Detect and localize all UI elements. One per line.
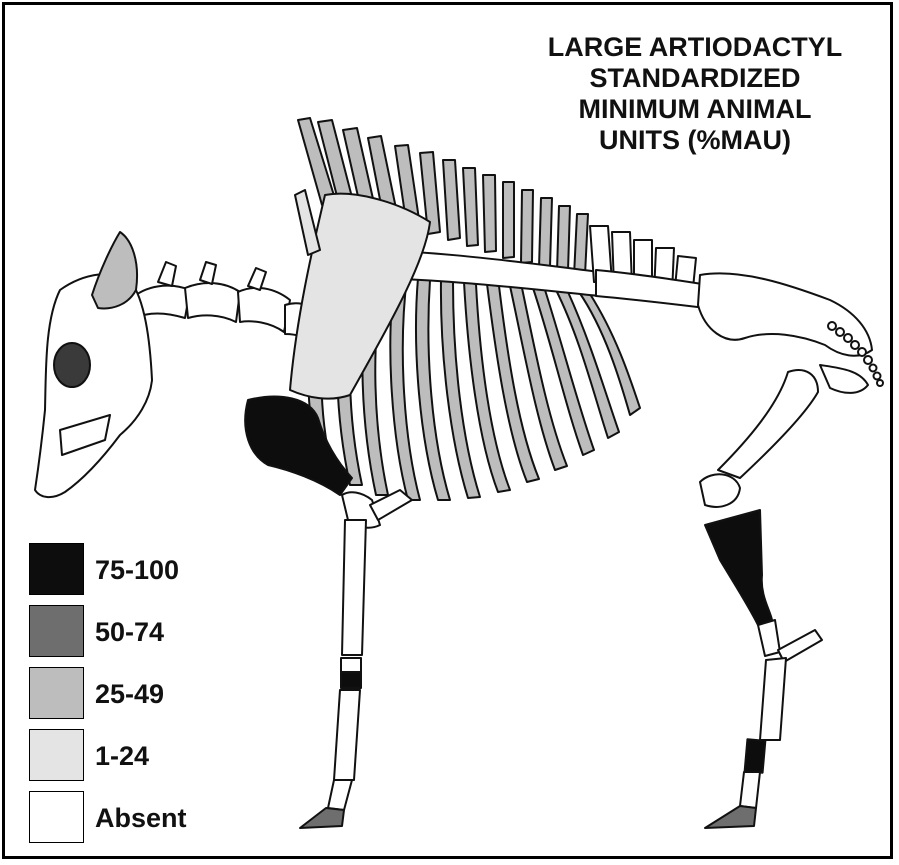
cervical-vertebrae <box>130 262 325 345</box>
forelimb-metacarpal <box>328 690 360 810</box>
tarsals <box>758 620 822 662</box>
legend-swatch <box>29 543 84 595</box>
legend-item-25-49: 25-49 <box>29 667 249 721</box>
title-line-3: MINIMUM ANIMAL <box>505 94 885 125</box>
hindlimb-phalanx <box>740 739 765 808</box>
pelvis <box>698 273 872 393</box>
horn-core <box>92 232 137 308</box>
title-line-4: UNITS (%MAU) <box>505 125 885 156</box>
title-line-2: STANDARDIZED <box>505 63 885 94</box>
title-line-1: LARGE ARTIODACTYL <box>505 32 885 63</box>
skull <box>35 232 152 497</box>
legend-label: 25-49 <box>95 679 164 710</box>
legend-item-absent: Absent <box>29 791 249 845</box>
scapula <box>290 190 430 399</box>
legend-swatch <box>29 605 84 657</box>
forelimb-carpals <box>341 658 361 688</box>
figure-title: LARGE ARTIODACTYL STANDARDIZED MINIMUM A… <box>505 32 885 156</box>
legend-swatch <box>29 729 84 781</box>
humerus <box>245 397 352 495</box>
radius-ulna <box>342 490 412 655</box>
forelimb-hoof <box>300 808 344 828</box>
legend-label: Absent <box>95 803 187 834</box>
legend-item-75-100: 75-100 <box>29 543 249 597</box>
legend-label: 75-100 <box>95 555 179 586</box>
legend-label: 50-74 <box>95 617 164 648</box>
legend-swatch <box>29 791 84 843</box>
tibia <box>705 510 772 625</box>
femur <box>700 370 818 507</box>
legend-swatch <box>29 667 84 719</box>
legend-label: 1-24 <box>95 741 149 772</box>
legend-item-1-24: 1-24 <box>29 729 249 783</box>
hindlimb-hoof <box>705 806 756 828</box>
legend-item-50-74: 50-74 <box>29 605 249 659</box>
hindlimb-metatarsal <box>760 658 786 740</box>
